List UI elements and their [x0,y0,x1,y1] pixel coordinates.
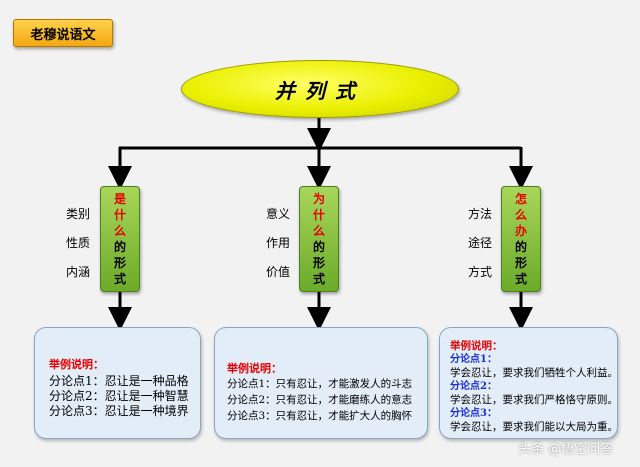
labels-branch-2: 意义 作用 价值 [266,200,290,287]
label: 性质 [66,236,91,250]
example-line: 分论点2：只有忍让，才能磨练人的意志 [227,394,413,406]
label: 方式 [468,265,493,279]
box-char: 形 [113,256,126,270]
labels-branch-3: 方法 途径 方式 [468,200,492,287]
label: 类别 [66,207,91,221]
box-char: 的 [514,240,527,254]
example-line: 学会忍让，要求我们严格恪守原则。 [450,394,618,406]
box-char: 么 [514,208,527,222]
box-char: 么 [312,224,325,238]
box-char: 为 [312,192,325,206]
label: 作用 [266,236,291,250]
label: 方法 [468,207,493,221]
box-char: 形 [312,256,325,270]
box-char: 是 [113,192,126,206]
box-char: 的 [312,240,325,254]
example-subpoint: 分论点2： [450,381,497,392]
watermark: 头条 @悟空问答 [518,442,614,457]
example-line: 分论点2：忍让是一种智慧 [49,389,189,403]
label: 意义 [266,207,291,221]
example-line: 分论点3：忍让是一种境界 [49,404,189,418]
example-line: 分论点3：只有忍让，才能扩大人的胸怀 [227,410,413,422]
box-char: 的 [113,240,126,254]
box-char: 什 [113,208,126,222]
box-char: 式 [113,272,126,286]
box-char: 什 [312,208,325,222]
example-box-what: 举例说明： 分论点1：忍让是一种品格 分论点2：忍让是一种智慧 分论点3：忍让是… [34,327,201,439]
box-char: 办 [514,224,527,238]
box-char: 怎 [514,192,527,206]
box-what: 是 什 么 的 形 式 [100,186,140,292]
example-line: 学会忍让，要求我们牺牲个人利益。 [450,367,618,379]
box-char: 式 [312,272,325,286]
box-how: 怎 么 办 的 形 式 [501,186,541,292]
example-box-why: 举例说明： 分论点1：只有忍让，才能激发人的斗志 分论点2：只有忍让，才能磨练人… [214,327,428,439]
example-line: 分论点1：只有忍让，才能激发人的斗志 [227,378,413,390]
example-title: 举例说明： [49,358,104,371]
labels-branch-1: 类别 性质 内涵 [66,200,90,287]
example-line: 分论点1：忍让是一种品格 [49,374,189,388]
example-subpoint: 分论点1： [450,354,497,365]
label: 价值 [266,265,291,279]
box-char: 式 [514,272,527,286]
author-tag: 老穆说语文 [13,19,113,47]
label: 途径 [468,236,493,250]
label: 内涵 [66,265,91,279]
example-subpoint: 分论点3： [450,408,497,419]
example-title: 举例说明： [450,340,503,352]
box-char: 么 [113,224,126,238]
box-char: 形 [514,256,527,270]
example-line: 学会忍让，要求我们能以大局为重。 [450,421,618,433]
center-ellipse: 并列式 [181,60,459,118]
box-why: 为 什 么 的 形 式 [299,186,339,292]
example-title: 举例说明： [227,362,282,375]
example-box-how: 举例说明： 分论点1： 学会忍让，要求我们牺牲个人利益。 分论点2： 学会忍让，… [439,327,618,439]
